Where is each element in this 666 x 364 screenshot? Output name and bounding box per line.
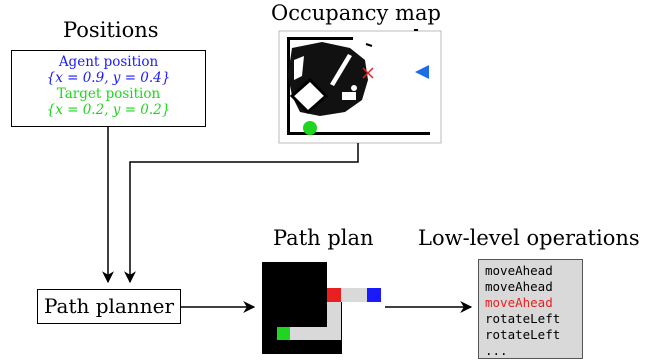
map-free-space [351,85,357,91]
cross-icon [362,67,374,79]
target-position-value: {x = 0.2, y = 0.2} [46,102,171,118]
map-free-space [330,54,352,86]
path-plan-free [327,262,342,288]
occupancy-map-image [278,29,442,144]
map-wall [288,37,353,40]
agent-position-label: Agent position [58,54,159,70]
agent-arrow-icon [415,65,429,79]
arrow-map-to-planner [124,143,359,284]
operation-item: rotateLeft [485,327,561,342]
map-diamond-obstacle [289,77,329,115]
path-target-cell [277,327,290,340]
occupancy-map-title: Occupancy map [271,1,441,25]
low-level-operations-title: Low-level operations [418,226,640,250]
path-plan-image [262,262,381,354]
map-wall [290,132,430,135]
path-segment [277,327,341,340]
operation-item: moveAhead [485,279,553,294]
path-planner-box: Path planner [37,289,181,324]
low-level-operations-box: moveAhead moveAhead moveAhead rotateLeft… [478,259,583,359]
map-free-space [294,56,304,80]
path-agent-cell [367,288,381,302]
target-position-label: Target position [56,86,161,102]
operation-item: moveAhead [485,263,553,278]
map-free-space [342,92,356,100]
agent-position-value: {x = 0.9, y = 0.4} [46,70,171,86]
path-plan-title: Path plan [273,226,374,250]
positions-title: Positions [63,18,159,42]
path-highlight-cell [327,288,341,302]
map-wall [365,43,373,47]
target-marker [303,121,317,135]
operation-item-highlighted: moveAhead [485,295,553,310]
operation-item: rotateLeft [485,311,561,326]
operation-item: ... [485,343,508,358]
positions-box: Agent position {x = 0.9, y = 0.4} Target… [11,50,206,127]
map-wall [287,37,290,135]
